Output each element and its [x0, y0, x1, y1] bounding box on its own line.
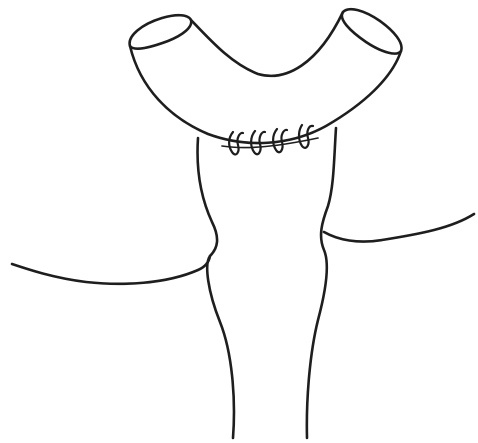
membrane-left — [12, 256, 210, 284]
membrane-lines — [12, 214, 474, 284]
straight-tube-left-wall — [198, 138, 234, 438]
curved-tube-left-opening — [130, 15, 192, 48]
straight-tube — [198, 128, 336, 438]
curved-tube-outer-edge — [130, 46, 401, 143]
straight-tube-right-wall — [307, 128, 336, 438]
curved-tube-right-opening — [342, 9, 402, 53]
curved-tube — [130, 9, 402, 143]
suture-line — [222, 125, 318, 154]
membrane-right — [324, 214, 474, 242]
curved-tube-inner-edge — [191, 12, 343, 76]
